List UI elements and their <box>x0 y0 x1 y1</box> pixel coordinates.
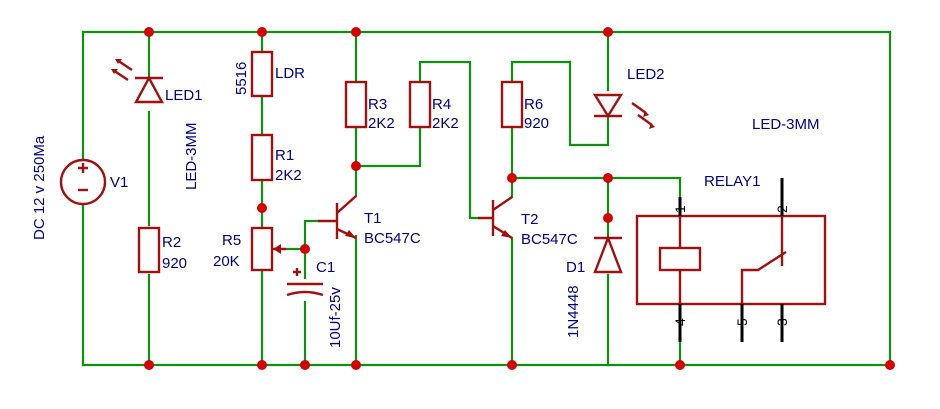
led1-symbol <box>111 59 165 104</box>
relay1-pin-3: 3 <box>774 318 790 326</box>
ldr-label: LDR <box>275 65 305 82</box>
r2-value: 920 <box>162 255 187 272</box>
junction-dot <box>257 203 267 213</box>
ldr-value: 5516 <box>233 62 250 95</box>
relay1-label: RELAY1 <box>704 173 760 190</box>
relay1-pin-5: 5 <box>734 318 750 326</box>
led2-symbol <box>592 93 655 129</box>
c1-label: C1 <box>316 259 335 276</box>
ldr-resistor <box>250 50 274 98</box>
junction-dot <box>300 244 310 254</box>
r1-label: R1 <box>275 147 294 164</box>
r3-value: 2K2 <box>368 115 395 132</box>
r1-value: 2K2 <box>275 167 302 184</box>
junction-dot <box>351 161 361 171</box>
relay1-symbol <box>635 178 827 342</box>
d1-label: D1 <box>566 259 585 276</box>
r4-resistor <box>408 80 432 129</box>
t2-transistor <box>478 196 513 240</box>
t2-label: T2 <box>521 211 539 228</box>
relay1-pin-1: 1 <box>672 205 688 213</box>
junction-dot <box>507 173 517 183</box>
relay1-pin-2: 2 <box>774 205 790 213</box>
junction-dot <box>351 360 361 370</box>
junction-dot <box>603 27 613 37</box>
junction-dot <box>144 360 154 370</box>
r6-label: R6 <box>524 96 543 113</box>
led1-label: LED1 <box>165 87 203 104</box>
junction-dot <box>507 360 517 370</box>
junction-dot <box>144 27 154 37</box>
junction-dots <box>144 27 895 370</box>
r3-resistor <box>344 80 368 129</box>
v1-value: DC 12 v 250Ma <box>31 135 48 240</box>
relay1-pin-4: 4 <box>672 318 688 326</box>
r5-label: R5 <box>222 232 241 249</box>
r2-resistor <box>137 226 161 274</box>
r2-label: R2 <box>162 234 181 251</box>
junction-dot <box>300 360 310 370</box>
junction-dot <box>885 360 895 370</box>
led2-package: LED-3MM <box>752 116 820 133</box>
r3-label: R3 <box>368 96 387 113</box>
junction-dot <box>257 360 267 370</box>
wires <box>81 30 892 367</box>
d1-diode <box>593 234 623 274</box>
led2-label: LED2 <box>627 66 665 83</box>
r1-resistor <box>250 133 274 182</box>
junction-dot <box>675 360 685 370</box>
r6-resistor <box>500 80 524 129</box>
r5-potentiometer <box>250 226 286 272</box>
junction-dot <box>351 27 361 37</box>
junction-dot <box>603 173 613 183</box>
v1-label: V1 <box>110 174 128 191</box>
d1-value: 1N4448 <box>565 285 582 338</box>
t2-value: BC547C <box>521 231 578 248</box>
led1-package: LED-3MM <box>183 122 200 190</box>
t1-label: T1 <box>364 210 382 227</box>
c1-capacitor <box>286 268 324 297</box>
voltage-source-v1 <box>59 158 107 206</box>
r6-value: 920 <box>524 115 549 132</box>
junction-dot <box>257 27 267 37</box>
t1-value: BC547C <box>364 230 421 247</box>
r4-value: 2K2 <box>432 115 459 132</box>
junction-dot <box>603 213 613 223</box>
c1-value: 10Uf-25v <box>327 287 344 348</box>
t1-transistor <box>318 195 357 240</box>
r5-value: 20K <box>213 253 240 270</box>
r4-label: R4 <box>432 96 451 113</box>
